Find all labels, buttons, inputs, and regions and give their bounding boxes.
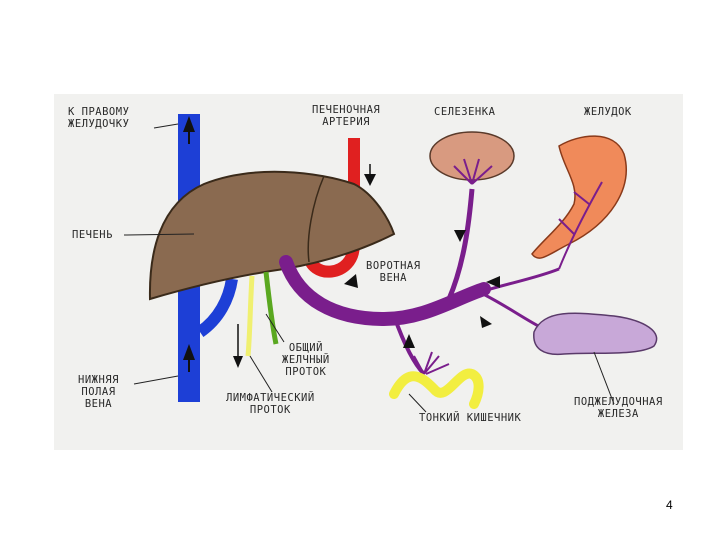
splenic-vein bbox=[446, 188, 475, 300]
hepatic-vein-branch bbox=[196, 277, 238, 337]
label-spleen: СЕЛЕЗЕНКА bbox=[434, 106, 496, 118]
label-hepatic-artery: ПЕЧЕНОЧНАЯ АРТЕРИЯ bbox=[312, 104, 381, 128]
portal-arrow bbox=[344, 274, 358, 288]
portal-circulation-diagram: К ПРАВОМУ ЖЕЛУДОЧКУ ПЕЧЕНОЧНАЯ АРТЕРИЯ С… bbox=[54, 94, 683, 450]
leader-liver bbox=[123, 233, 195, 236]
stomach-vessels bbox=[558, 181, 603, 270]
gastric-vein bbox=[473, 267, 560, 296]
gastric-arrow bbox=[486, 276, 500, 288]
leader-vena-cava bbox=[133, 375, 179, 385]
up-arrow-top bbox=[183, 116, 195, 132]
leader-pancreas bbox=[593, 351, 615, 405]
common-bile-duct bbox=[263, 271, 279, 345]
mesenteric-branches bbox=[413, 351, 450, 375]
spleen-vessels bbox=[453, 158, 493, 185]
leader-bile-duct bbox=[265, 313, 285, 343]
intestine-arrow bbox=[403, 334, 415, 348]
leader-to-right-ventricle bbox=[153, 123, 179, 129]
diagram-canvas bbox=[123, 114, 658, 413]
pancreas-arrow bbox=[480, 316, 492, 328]
liver-lobe-line bbox=[307, 175, 325, 263]
label-common-bile-duct: ОБЩИЙ ЖЕЛЧНЫЙ ПРОТОК bbox=[282, 342, 330, 378]
label-small-intestine: ТОНКИЙ КИШЕЧНИК bbox=[419, 412, 522, 424]
page-number: 4 bbox=[666, 498, 673, 512]
label-liver: ПЕЧЕНЬ bbox=[72, 229, 113, 241]
label-portal-vein: ВОРОТНАЯ ВЕНА bbox=[366, 260, 421, 284]
liver bbox=[148, 170, 396, 301]
pancreas bbox=[533, 312, 658, 356]
portal-vein bbox=[279, 255, 491, 327]
label-pancreas: ПОДЖЕЛУДОЧНАЯ ЖЕЛЕЗА bbox=[574, 396, 663, 420]
leader-lymph-duct bbox=[249, 355, 273, 393]
label-inferior-vena-cava: НИЖНЯЯ ПОЛАЯ ВЕНА bbox=[78, 374, 119, 410]
small-intestine bbox=[389, 368, 484, 409]
spleen bbox=[429, 131, 515, 181]
label-to-right-ventricle: К ПРАВОМУ ЖЕЛУДОЧКУ bbox=[68, 106, 130, 130]
leader-small-intestine bbox=[408, 393, 427, 413]
label-stomach: ЖЕЛУДОК bbox=[584, 106, 632, 118]
label-lymphatic-duct: ЛИМФАТИЧЕСКИЙ ПРОТОК bbox=[226, 392, 315, 416]
splenic-arrow bbox=[454, 230, 466, 242]
lymphatic-duct bbox=[245, 275, 255, 357]
up-arrow-bottom bbox=[183, 344, 195, 360]
